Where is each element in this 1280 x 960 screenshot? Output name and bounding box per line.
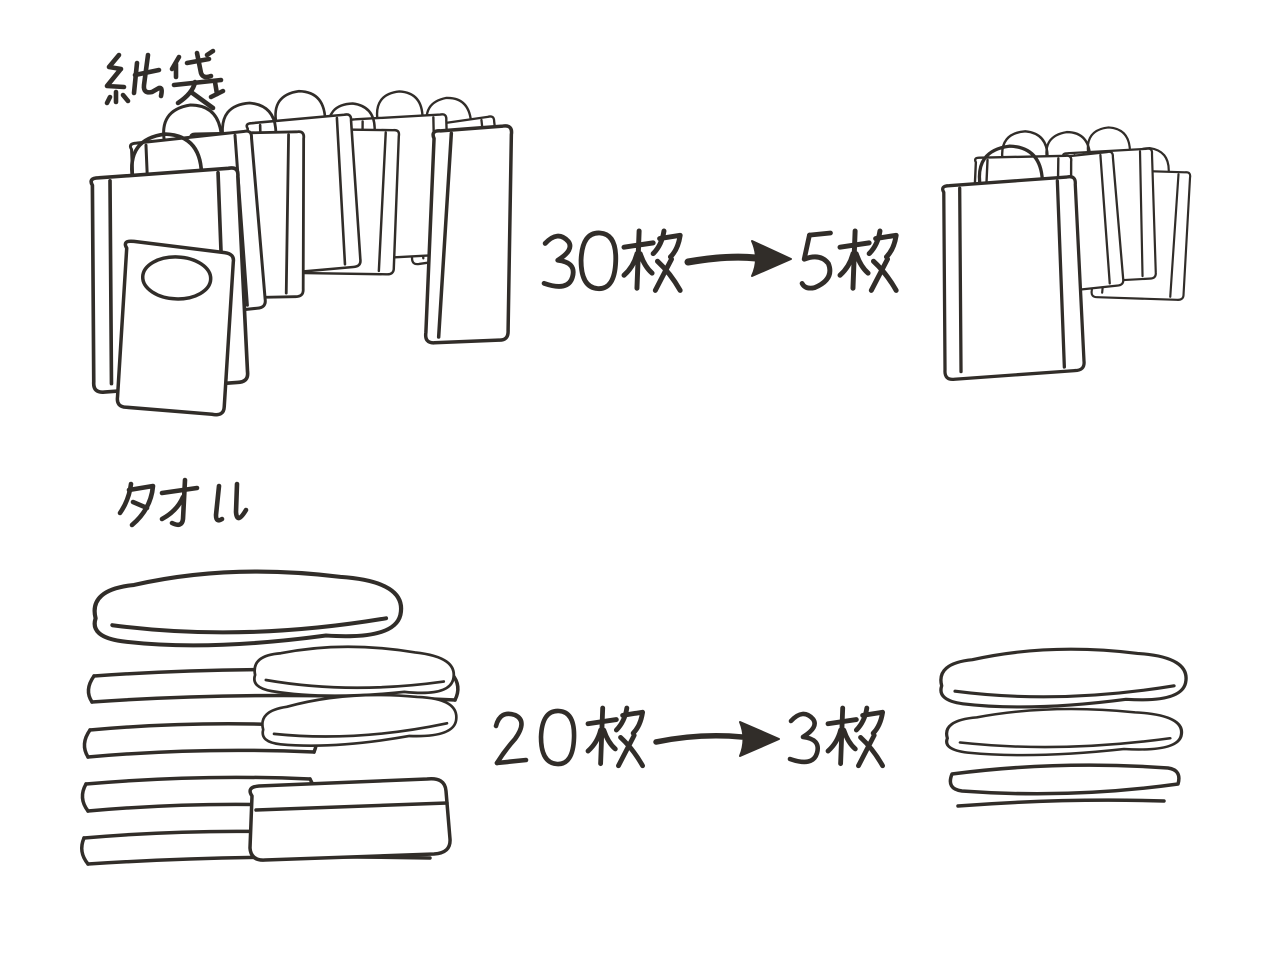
small-front-bag: [115, 239, 236, 417]
label-towels-strokes: [120, 480, 246, 525]
paper-bag-pile-small: [939, 126, 1198, 382]
paper-bags-after-count-strokes: [802, 231, 896, 290]
towel-stack-large: [80, 572, 460, 866]
paper-bags-before-count-strokes: [544, 231, 680, 290]
paper-bag-pile-large: [87, 87, 514, 417]
towel-stack-small: [939, 647, 1188, 808]
right-arrow-icon-bottom: [653, 721, 780, 757]
towels-before-count-strokes: [496, 708, 643, 766]
label-paper-bags-strokes: [107, 51, 223, 108]
towels-after-count-strokes: [790, 708, 883, 766]
tall-flat-bag: [423, 124, 514, 345]
right-arrow-icon-top: [684, 240, 792, 277]
